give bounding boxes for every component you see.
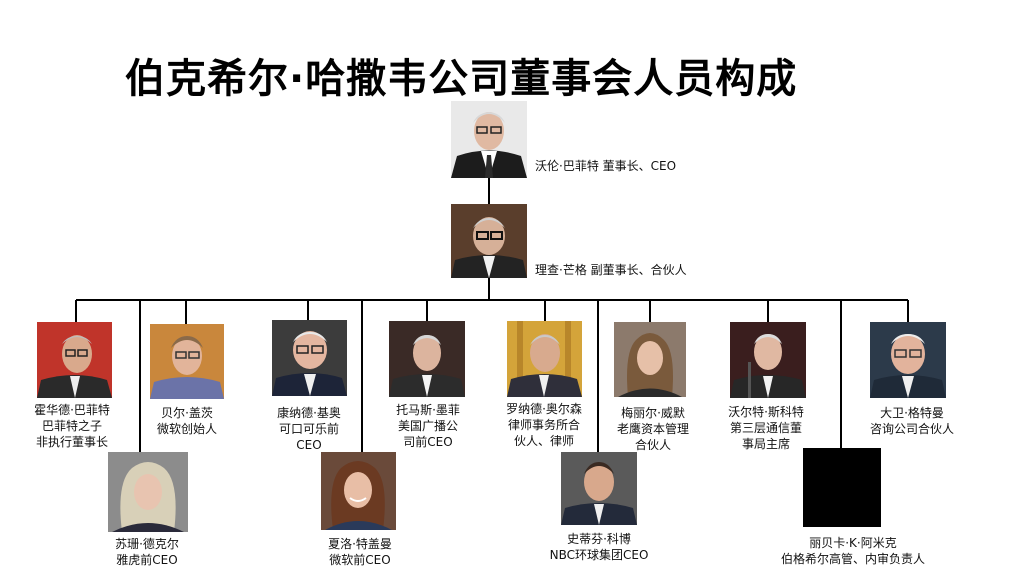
label-line: 律师事务所合 [507,418,581,432]
label-line: 大卫·格特曼 [880,406,944,420]
label-meryl-witmer: 梅丽尔·威默 老鹰资本管理 合伙人 [617,405,689,453]
label-line: 贝尔·盖茨 [161,406,213,420]
label-line: 巴菲特之子 [41,419,103,433]
label-line: 非执行董事长 [35,435,109,449]
label-line: CEO [296,438,322,452]
label-line: 合伙人 [634,438,672,452]
label-line: 咨询公司合伙人 [869,422,955,436]
label-line: 司前CEO [403,435,453,449]
label-line: NBC环球集团CEO [549,548,649,562]
label-line: 梅丽尔·威默 [621,406,685,420]
label-line: 苏珊·德克尔 [115,537,179,551]
label-charlotte-guyman: 夏洛·特盖曼 微软前CEO [328,536,392,568]
label-munger: 理查·芒格 副董事长、合伙人 [535,262,687,278]
label-line: 沃尔特·斯科特 [728,405,804,419]
photo-rebecca-amick-redacted [803,448,881,527]
label-line: 康纳德·基奥 [277,406,341,420]
label-rebecca-amick: 丽贝卡·K·阿米克 伯格希尔高管、内审负责人 [781,535,925,567]
label-line: 老鹰资本管理 [616,422,690,436]
photo-howard-buffett [37,322,112,398]
label-line: 伯格希尔高管、内审负责人 [780,552,926,566]
photo-bill-gates [150,324,224,399]
label-line: 事局主席 [741,437,791,451]
label-buffett: 沃伦·巴菲特 董事长、CEO [535,158,676,174]
photo-charlotte-guyman [321,452,396,530]
label-walter-scott: 沃尔特·斯科特 第三层通信董 事局主席 [728,404,804,452]
label-steve-burke: 史蒂芬·科博 NBC环球集团CEO [550,531,649,563]
photo-steve-burke [561,452,637,525]
label-line: 微软创始人 [156,422,218,436]
photo-meryl-witmer [614,322,686,397]
label-line: 伙人、律师 [513,434,575,448]
label-susan-decker: 苏珊·德克尔 雅虎前CEO [115,536,179,568]
name-munger: 理查·芒格 [535,263,587,277]
label-line: 雅虎前CEO [116,553,178,567]
photo-susan-decker [108,452,188,532]
label-line: 微软前CEO [329,553,391,567]
photo-walter-scott [730,322,806,398]
name-buffett: 沃伦·巴菲特 [535,159,599,173]
label-line: 史蒂芬·科博 [567,532,631,546]
label-bill-gates: 贝尔·盖茨 微软创始人 [157,405,217,437]
photo-munger [451,204,527,278]
photo-thomas-murphy [389,321,465,397]
photo-ronald-olson [507,321,582,397]
photo-david-gottesman [870,322,946,398]
label-line: 可口可乐前 [278,422,340,436]
role-buffett: 董事长、CEO [602,159,677,173]
label-howard-buffett: 霍华德·巴菲特 巴菲特之子 非执行董事长 [34,402,110,450]
photo-donald-keough [272,320,347,396]
label-line: 第三层通信董 [729,421,803,435]
label-thomas-murphy: 托马斯·墨菲 美国广播公 司前CEO [396,402,460,450]
role-munger: 副董事长、合伙人 [590,263,687,277]
label-ronald-olson: 罗纳德·奥尔森 律师事务所合 伙人、律师 [506,401,582,449]
label-line: 罗纳德·奥尔森 [506,402,582,416]
label-line: 美国广播公 [397,419,459,433]
label-line: 夏洛·特盖曼 [328,537,392,551]
label-donald-keough: 康纳德·基奥 可口可乐前 CEO [277,405,341,453]
label-line: 丽贝卡·K·阿米克 [809,536,897,550]
label-david-gottesman: 大卫·格特曼 咨询公司合伙人 [870,405,954,437]
label-line: 托马斯·墨菲 [396,403,460,417]
label-line: 霍华德·巴菲特 [34,403,110,417]
photo-buffett [451,101,527,178]
diagram-title: 伯克希尔·哈撒韦公司董事会人员构成 [125,56,798,102]
